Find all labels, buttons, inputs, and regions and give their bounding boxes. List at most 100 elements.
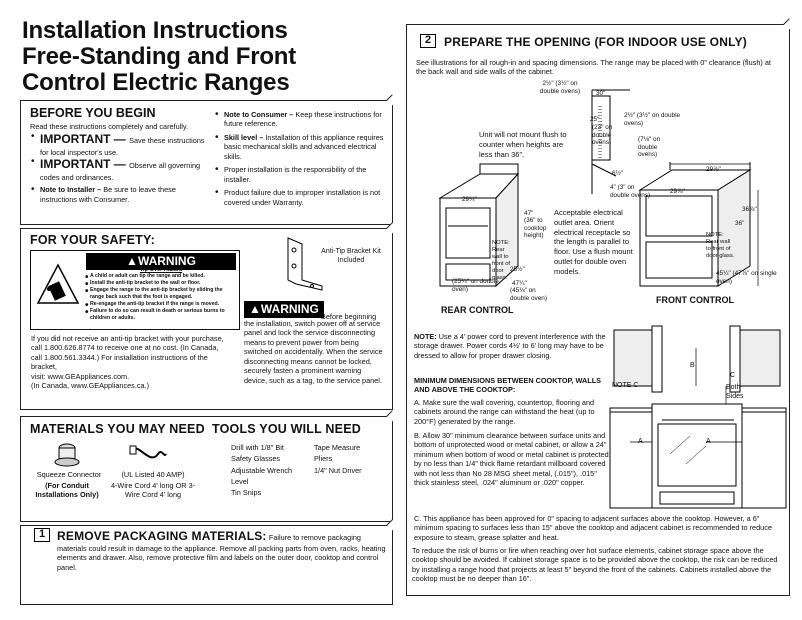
squeeze-connector-icon: [54, 443, 80, 467]
cabinet-figure-labels: B C NOTE C Both Sides A A: [610, 324, 786, 514]
item-a: A. Make sure the wall covering, countert…: [414, 398, 595, 426]
prepare-opening-section: [406, 24, 790, 596]
before-right-1: Note to Consumer – Keep these instructio…: [214, 110, 388, 129]
tip-over-warning-label: ▲WARNING Tip-Over Hazard A child or adul…: [30, 250, 240, 330]
clearance-diagram: [438, 89, 759, 288]
warning-triangle-icon: ▲: [126, 254, 138, 268]
label-b: B: [690, 362, 695, 369]
dim-label: (45⅛" on double oven): [510, 287, 547, 302]
cord-note: NOTE: Use a 4' power cord to prevent int…: [414, 332, 606, 360]
dim-label: 30": [596, 90, 606, 97]
bracket-caption: Anti-Tip Bracket Kit Included: [321, 248, 381, 265]
dim-label: 29¾": [462, 196, 477, 203]
power-warning-badge: ▲WARNING: [244, 301, 324, 318]
before-bullet-1: IMPORTANT — Save these instructions for …: [30, 132, 210, 157]
remove-heading: REMOVE PACKAGING MATERIALS:: [57, 529, 267, 543]
before-heading: BEFORE YOU BEGIN: [30, 106, 156, 120]
label-both: Both: [726, 384, 741, 391]
tip-item: A child or adult can tip the range and b…: [84, 273, 238, 283]
tool-item: Level: [231, 476, 249, 486]
tip-hazard-icon: [36, 263, 80, 304]
dim-label: 47¼": [512, 280, 527, 287]
dim-label: (25¼" on double oven): [452, 278, 499, 293]
before-left-column: BEFORE YOU BEGIN Read these instructions…: [30, 106, 210, 204]
label-a: A: [638, 438, 643, 445]
tools-column-1: Drill with 1/8" Bit Safety Glasses Adjus…: [231, 442, 311, 498]
canada-link[interactable]: (In Canada, www.GEAppliances.ca.): [31, 381, 150, 391]
visit-link[interactable]: visit: www.GEAppliances.com.: [31, 371, 130, 381]
warning-badge: ▲WARNING: [86, 253, 236, 270]
before-right-4: Product failure due to improper installa…: [214, 188, 388, 207]
dim-label: 29⅞": [706, 166, 721, 173]
dim-label: 25½": [510, 266, 525, 273]
dim-label: 2½" (3½" on double ovens): [539, 80, 581, 95]
tools-column-2: Tape Measure Pliers 1/4" Nut Driver: [314, 442, 389, 476]
anti-tip-contact: If you did not receive an anti-tip brack…: [31, 334, 231, 391]
before-right-3: Proper installation is the responsibilit…: [214, 165, 388, 184]
tool-item: Tin Snips: [231, 488, 262, 498]
tip-item: Re-engage the anti-tip bracket if the ra…: [84, 301, 238, 311]
label-c: C: [730, 372, 736, 379]
item-c: C. This appliance has been approved for …: [414, 514, 772, 542]
dim-label: 6½": [612, 170, 624, 177]
step-number-1: 1: [34, 528, 50, 542]
before-bullet-2: IMPORTANT — Observe all governing codes …: [30, 157, 210, 182]
dim-label: (36" to cooktop height): [524, 217, 547, 240]
before-bullet-3: Note to Installer – Be sure to leave the…: [30, 185, 210, 204]
tool-item: Adjustable Wrench: [231, 465, 293, 475]
conduit-note: (For Conduit Installations Only): [35, 481, 99, 500]
prepare-intro: See illustrations for all rough-in and s…: [416, 58, 771, 77]
dim-label: 36⅞": [742, 206, 757, 213]
step-number-2: 2: [420, 34, 436, 48]
tool-item: Pliers: [314, 454, 333, 464]
outlet-note: Acceptable electrical outlet area. Orien…: [554, 208, 633, 276]
dim-label: 45¼" (47⅞" on single oven): [716, 270, 777, 285]
dim-label: 4" (3" on double ovens): [610, 184, 651, 199]
front-control-label: FRONT CONTROL: [656, 295, 734, 305]
before-right-column: Note to Consumer – Keep these instructio…: [214, 110, 388, 207]
cabinet-clearance-figure: [609, 325, 787, 509]
label-a: A: [706, 438, 711, 445]
dim-label: 25": [590, 116, 600, 123]
prepare-heading: PREPARE THE OPENING (FOR INDOOR USE ONLY…: [444, 35, 747, 49]
tool-item: 1/4" Nut Driver: [314, 465, 362, 475]
dim-label: 47": [524, 210, 534, 217]
tools-heading: TOOLS YOU WILL NEED: [212, 422, 361, 436]
page-title: Installation Instructions Free-Standing …: [22, 18, 296, 96]
tip-item: Failure to do so can result in death or …: [84, 308, 238, 322]
flush-note: Unit will not mount flush to counter whe…: [479, 130, 567, 159]
before-right-2: Skill level – Installation of this appli…: [214, 133, 388, 161]
remove-packaging-text: REMOVE PACKAGING MATERIALS: Failure to r…: [57, 529, 361, 543]
listed-note: (UL Listed 40 AMP): [121, 470, 185, 479]
before-you-begin-section: [20, 100, 393, 225]
cord-label: 4-Wire Cord 4' long OR 3-Wire Cord 4' lo…: [110, 481, 196, 500]
final-note: To reduce the risk of burns or fire when…: [412, 546, 778, 584]
item-b: B. Allow 30" minimum clearance between s…: [414, 431, 609, 488]
dim-label: 29⅞": [670, 188, 685, 195]
min-dimensions-heading: MINIMUM DIMENSIONS BETWEEN COOKTOP, WALL…: [414, 376, 602, 395]
tip-title: Tip-Over Hazard: [139, 267, 183, 273]
tool-item: Safety Glasses: [231, 454, 281, 464]
dim-label: 2½" (3½" on double ovens): [624, 112, 681, 127]
before-intro: Read these instructions completely and c…: [30, 121, 189, 131]
diagram-labels: 2½" (3½" on double ovens) 30" 25" (23" o…: [416, 80, 786, 320]
power-warning-text: the installation, switch power off at se…: [244, 319, 383, 385]
tool-item: Drill with 1/8" Bit: [231, 443, 284, 452]
tip-item: Install the anti-tip bracket to the wall…: [84, 280, 238, 290]
materials-section: [20, 416, 393, 522]
warning-triangle-icon: ▲: [249, 302, 261, 316]
dim-label: 36": [735, 220, 745, 227]
tip-item: Engage the range to the anti-tip bracket…: [84, 287, 238, 301]
anti-tip-bracket-icon: [287, 237, 323, 291]
front-door-note: NOTE: Rear wall to front of door glass.: [706, 232, 735, 259]
safety-heading: FOR YOUR SAFETY:: [30, 233, 155, 247]
tip-items: A child or adult can tip the range and b…: [84, 273, 238, 322]
safety-section: [20, 228, 393, 410]
squeeze-connector-label: Squeeze Connector: [36, 470, 102, 479]
label-note-c: NOTE C: [612, 382, 639, 389]
power-warning: ▲WARNING Before beginning the installati…: [244, 301, 386, 385]
dim-label: (7⅛" on double ovens): [638, 136, 661, 159]
power-cord-icon: [129, 445, 167, 459]
dim-label: (23" on double ovens): [592, 124, 613, 147]
remove-packaging-section: [20, 525, 393, 605]
